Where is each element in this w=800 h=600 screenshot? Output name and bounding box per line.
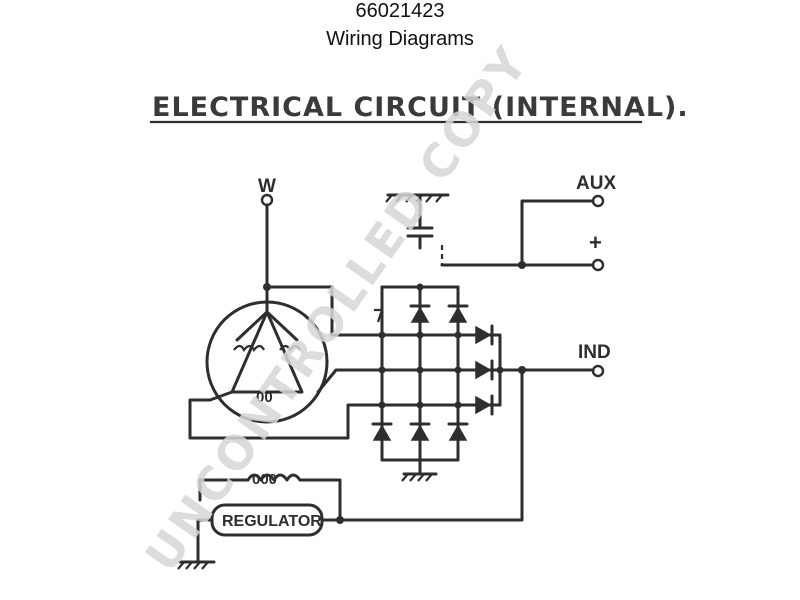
aux-plus-junction [518,261,526,269]
stator-coil-label: 00 [256,389,273,406]
lower-diodes [371,422,469,441]
diode-field-1 [475,325,492,345]
field-diodes [475,324,494,416]
ind-terminal [591,364,605,378]
bridge-junctions [378,283,504,409]
w-label: W [258,176,276,197]
diode-lower-1 [372,424,392,441]
document-title: Wiring Diagrams [326,28,474,50]
field-coil-lead [198,478,250,502]
regulator-ground-lead [196,518,214,564]
coil-left-icon [233,344,265,353]
phase-a-wire [265,285,384,337]
diode-upper-1 [410,306,430,323]
phase-c-wire [188,398,384,440]
aux-wire [520,199,595,267]
aux-label: AUX [576,173,616,194]
diode-lower-3 [448,424,468,441]
phase-b-wire [316,368,384,394]
diode-field-2 [475,360,492,380]
bridge-ground-hatch [401,473,433,482]
field-coil-icon [246,473,302,482]
plus-label: + [589,230,602,255]
circuit-heading: ELECTRICAL CIRCUIT (INTERNAL). [152,92,689,123]
phase-c-link [208,390,234,402]
field-return-wire [298,478,342,522]
ind-to-regulator-wire [338,368,524,522]
diode-upper-0-mark [374,308,384,323]
diode-field-3 [475,395,492,415]
diode-upper-2 [448,306,468,323]
upper-diodes [374,304,469,323]
regulator-label: REGULATOR [222,513,322,530]
ind-label: IND [578,342,611,363]
coil-right-icon [279,344,301,353]
part-number: 66021423 [355,0,445,22]
winding-arm-left [235,310,269,342]
field-coil-label: 000 [252,471,277,488]
diode-lower-2 [410,424,430,441]
winding-arm-right [265,310,299,342]
regulator-ground-hatch [177,561,209,570]
